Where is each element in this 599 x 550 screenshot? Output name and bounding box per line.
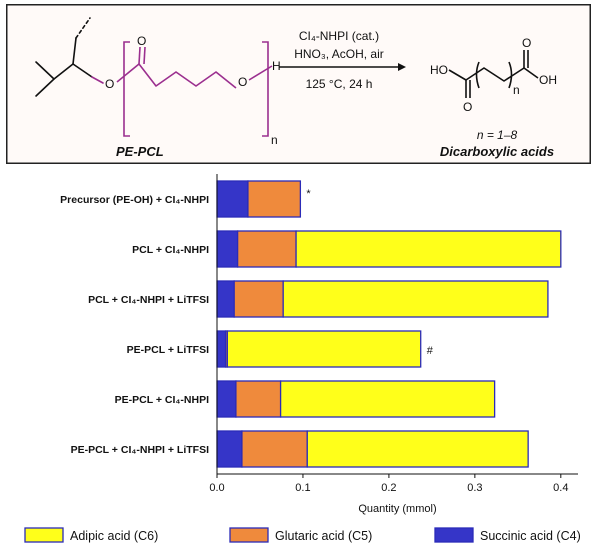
product-ho-label: HO — [430, 63, 448, 77]
bar-annotation-4: # — [427, 345, 434, 357]
carbonyl-oxygen-label: O — [137, 34, 146, 48]
legend-label-2: Glutaric acid (C5) — [275, 529, 372, 543]
chart-legend: Adipic acid (C6) Glutaric acid (C5) Succin… — [24, 527, 581, 543]
conditions-line-2: HNO₃, AcOH, air — [294, 47, 384, 61]
bar-segment-3-row-4 — [226, 330, 422, 368]
x-tick-label-2: 0.1 — [295, 482, 310, 494]
legend-label-3: Succinic acid (C4) — [480, 529, 581, 543]
category-label-6: PE-PCL + CI₄-NHPI + LiTFSI — [71, 444, 209, 456]
bar-segment-1-row-6 — [216, 430, 243, 468]
legend-swatch-1 — [24, 527, 64, 543]
product-oh-label: OH — [539, 73, 557, 87]
product-label: Dicarboxylic acids — [440, 144, 554, 159]
pcl-chain-structure — [116, 46, 237, 89]
legend-swatch-3 — [434, 527, 474, 543]
scheme-frame — [6, 4, 591, 164]
n-range-label: n = 1–8 — [477, 128, 518, 142]
bar-annotation-1: * — [306, 188, 311, 200]
bar-segment-2-row-5 — [235, 380, 282, 418]
pe-end-group-structure — [35, 17, 104, 97]
x-tick-label-5: 0.4 — [553, 482, 568, 494]
category-label-4: PE-PCL + LiTFSI — [127, 344, 209, 356]
bar-segment-2-row-2 — [236, 230, 297, 268]
category-label-1: Precursor (PE-OH) + CI₄-NHPI — [60, 194, 209, 206]
product-o-top-label: O — [522, 36, 531, 50]
repeat-subscript: n — [271, 133, 278, 147]
product-subscript: n — [513, 83, 520, 97]
category-label-3: PCL + CI₄-NHPI + LiTFSI — [88, 294, 209, 306]
ester-oxygen-label: O — [105, 77, 114, 91]
x-tick-label-3: 0.2 — [381, 482, 396, 494]
conditions-line-3: 125 °C, 24 h — [306, 77, 373, 91]
chain-end-h-label: H — [272, 59, 281, 73]
bar-segment-2-row-1 — [247, 180, 302, 218]
product-o-bottom-label: O — [463, 100, 472, 114]
stacked-bar-chart: Precursor (PE-OH) + CI₄-NHPI * PCL + CI₄-N… — [60, 174, 578, 515]
bar-segment-1-row-3 — [216, 280, 235, 318]
reactant-label: PE-PCL — [116, 144, 164, 159]
repeat-bracket — [123, 41, 269, 137]
reaction-arrow-head — [398, 63, 406, 71]
reaction-scheme: O O O H n PE-PCL CI₄-NHPI (cat.) HNO₃, A… — [6, 4, 591, 164]
bar-segment-3-row-3 — [282, 280, 549, 318]
x-tick-label-4: 0.3 — [467, 482, 482, 494]
chart-plot-area: Precursor (PE-OH) + CI₄-NHPI * PCL + CI₄-N… — [60, 174, 578, 515]
product-structure — [448, 50, 539, 98]
x-axis-title: Quantity (mmol) — [358, 503, 436, 515]
x-tick-label-1: 0.0 — [209, 482, 224, 494]
bar-segment-2-row-3 — [233, 280, 284, 318]
bar-segment-3-row-2 — [295, 230, 562, 268]
bar-segment-3-row-5 — [279, 380, 496, 418]
bar-segment-1-row-5 — [216, 380, 237, 418]
chain-end-bond — [248, 65, 273, 81]
chain-oxygen-label: O — [238, 75, 247, 89]
category-label-2: PCL + CI₄-NHPI — [132, 244, 209, 256]
legend-swatch-2 — [229, 527, 269, 543]
bar-segment-3-row-6 — [306, 430, 529, 468]
legend-items: Adipic acid (C6) Glutaric acid (C5) Succin… — [24, 527, 581, 543]
bar-segment-1-row-4 — [216, 330, 227, 368]
bar-segment-1-row-2 — [216, 230, 239, 268]
conditions-line-1: CI₄-NHPI (cat.) — [299, 29, 379, 43]
category-label-5: PE-PCL + CI₄-NHPI — [115, 394, 209, 406]
bar-segment-1-row-1 — [216, 180, 249, 218]
legend-label-1: Adipic acid (C6) — [70, 529, 158, 543]
bar-segment-2-row-6 — [241, 430, 308, 468]
